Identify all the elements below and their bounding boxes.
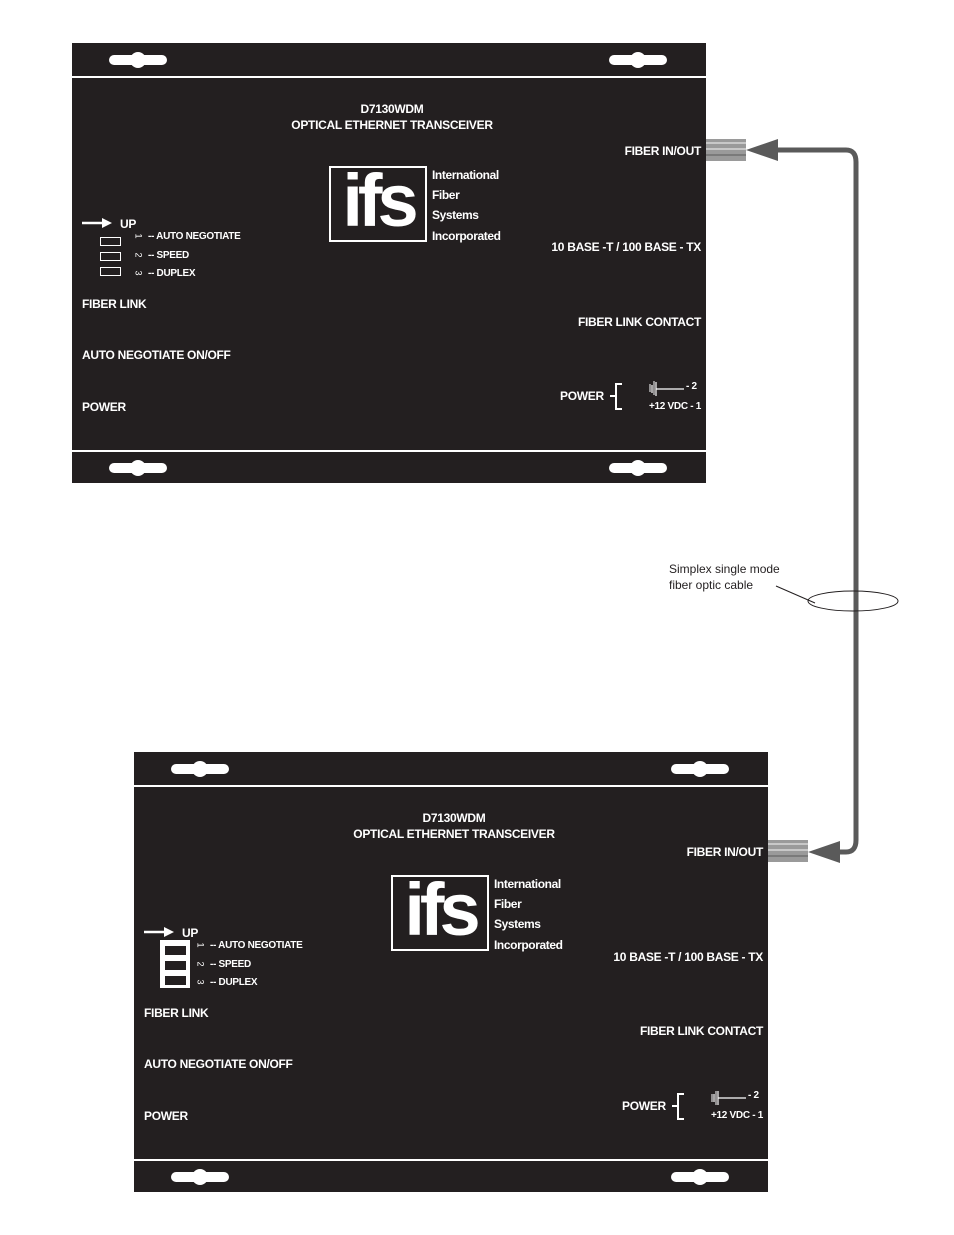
- switch-label-duplex: -- DUPLEX: [210, 977, 258, 988]
- switch-up-label: UP: [120, 217, 137, 231]
- power-led-label: POWER: [144, 1109, 188, 1123]
- power-input-label: POWER: [560, 389, 604, 403]
- up-arrow-icon: [144, 927, 174, 937]
- power-input-label: POWER: [622, 1099, 666, 1113]
- model-number: D7130WDM: [422, 811, 486, 825]
- model-number: D7130WDM: [360, 102, 424, 116]
- company-line: Fiber: [494, 897, 522, 911]
- auto-negotiate-label: AUTO NEGOTIATE ON/OFF: [82, 348, 231, 362]
- power-terminal-icon: [672, 1091, 717, 1120]
- switch-label-auto-negotiate: -- AUTO NEGOTIATE: [148, 231, 241, 242]
- battery-icon: [651, 382, 684, 396]
- logo-text: ifs: [342, 159, 418, 242]
- switch-number: 1: [133, 233, 144, 239]
- fiber-connector-top[interactable]: [706, 139, 746, 161]
- mounting-slot-icon: [109, 52, 167, 68]
- mounting-slot-icon: [609, 460, 667, 476]
- top-mounting-band: [134, 752, 768, 787]
- logo-text: ifs: [404, 868, 480, 951]
- cable-caption: Simplex single mode fiber optic cable: [669, 561, 780, 593]
- fiber-port-label: FIBER IN/OUT: [686, 845, 764, 859]
- ethernet-port-label: 10 BASE -T / 100 BASE - TX: [551, 240, 701, 254]
- mounting-slot-icon: [109, 460, 167, 476]
- switch-label-duplex: -- DUPLEX: [148, 268, 196, 279]
- company-line: International: [432, 168, 499, 182]
- company-line: Incorporated: [432, 229, 501, 243]
- product-name: OPTICAL ETHERNET TRANSCEIVER: [353, 827, 555, 841]
- top-mounting-band: [72, 43, 706, 78]
- switch-label-speed: -- SPEED: [210, 959, 251, 970]
- power-led-label: POWER: [82, 400, 126, 414]
- fiber-link-contact-label: FIBER LINK CONTACT: [577, 315, 701, 329]
- mounting-slot-icon: [171, 761, 229, 777]
- dip-switch-2[interactable]: [100, 252, 121, 261]
- fiber-link-label: FIBER LINK: [82, 297, 147, 311]
- dip-switch-3[interactable]: [165, 976, 186, 985]
- dip-switch-2[interactable]: [165, 961, 186, 970]
- mounting-slot-icon: [671, 761, 729, 777]
- ifs-logo: ifs: [329, 159, 427, 242]
- switch-up-label: UP: [182, 926, 199, 940]
- transceiver-panel-bottom: D7130WDM OPTICAL ETHERNET TRANSCEIVER if…: [134, 752, 768, 1192]
- bottom-mounting-band: [72, 450, 706, 483]
- company-line: Fiber: [432, 188, 460, 202]
- fiber-port-label: FIBER IN/OUT: [624, 144, 702, 158]
- ethernet-port-label: 10 BASE -T / 100 BASE - TX: [613, 950, 763, 964]
- power-pin-1: +12 VDC - 1: [648, 401, 701, 412]
- power-pin-1: +12 VDC - 1: [710, 1110, 763, 1121]
- caption-line: fiber optic cable: [669, 578, 754, 592]
- company-line: Incorporated: [494, 938, 563, 952]
- auto-negotiate-label: AUTO NEGOTIATE ON/OFF: [144, 1057, 293, 1071]
- dip-switch-1[interactable]: [100, 237, 121, 246]
- switch-number: 1: [195, 942, 206, 948]
- switch-label-speed: -- SPEED: [148, 250, 189, 261]
- switch-number: 2: [133, 252, 144, 258]
- dip-switch-3[interactable]: [100, 267, 121, 276]
- transceiver-panel-top: D7130WDM OPTICAL ETHERNET TRANSCEIVER if…: [72, 43, 706, 483]
- caption-line: Simplex single mode: [669, 562, 780, 576]
- mounting-slot-icon: [671, 1169, 729, 1185]
- fiber-connector-bottom[interactable]: [768, 840, 808, 862]
- company-line: International: [494, 877, 561, 891]
- product-name: OPTICAL ETHERNET TRANSCEIVER: [291, 118, 493, 132]
- power-pin-2: - 2: [748, 1090, 759, 1101]
- power-pin-2: - 2: [686, 381, 697, 392]
- mounting-slot-icon: [609, 52, 667, 68]
- dip-switch-1[interactable]: [165, 946, 186, 955]
- bottom-mounting-band: [134, 1159, 768, 1192]
- switch-number: 3: [195, 979, 206, 985]
- switch-number: 3: [133, 270, 144, 276]
- fiber-link-contact-label: FIBER LINK CONTACT: [639, 1024, 763, 1038]
- power-terminal-icon: [610, 381, 655, 410]
- mounting-slot-icon: [171, 1169, 229, 1185]
- switch-label-auto-negotiate: -- AUTO NEGOTIATE: [210, 940, 303, 951]
- up-arrow-icon: [82, 218, 112, 228]
- fiber-link-label: FIBER LINK: [144, 1006, 209, 1020]
- company-line: Systems: [432, 208, 479, 222]
- ifs-logo: ifs: [391, 868, 489, 951]
- company-line: Systems: [494, 917, 541, 931]
- switch-number: 2: [195, 961, 206, 967]
- battery-icon: [713, 1091, 746, 1105]
